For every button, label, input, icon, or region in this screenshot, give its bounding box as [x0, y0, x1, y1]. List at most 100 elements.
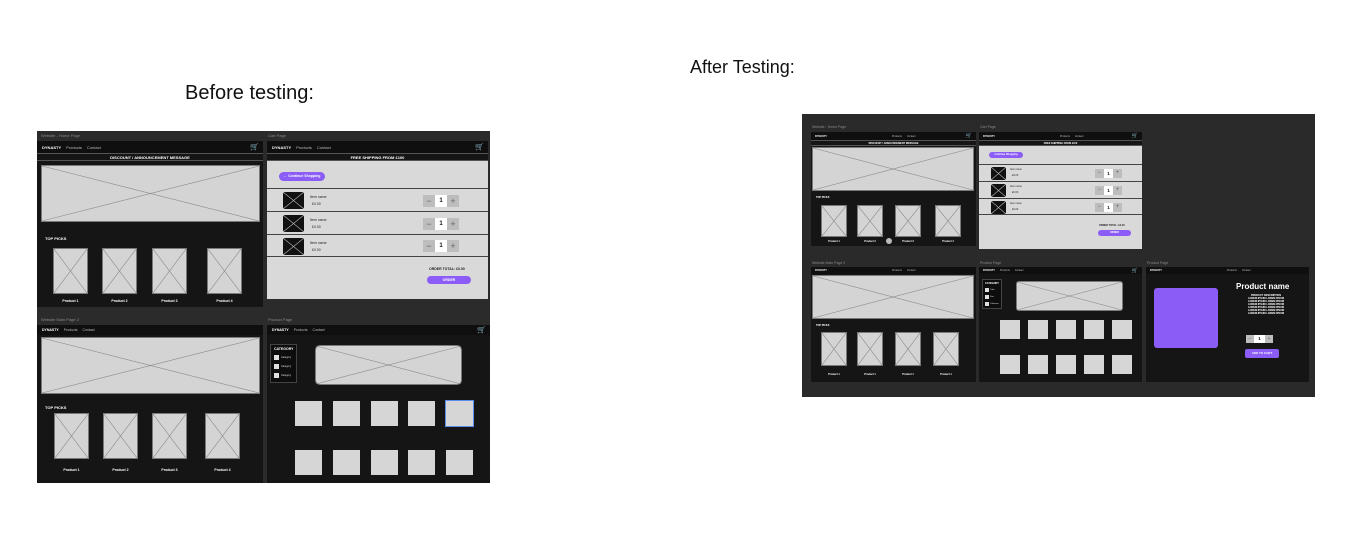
- category-option[interactable]: Category: [274, 373, 291, 378]
- nav-link-contact[interactable]: Contact: [82, 328, 95, 332]
- product-image-placeholder[interactable]: [821, 205, 847, 237]
- checkbox[interactable]: [274, 364, 279, 369]
- nav-link-contact[interactable]: Contact: [312, 328, 325, 332]
- decrement-button[interactable]: −: [423, 218, 435, 230]
- category-option[interactable]: Category: [274, 364, 291, 369]
- cart-icon[interactable]: 🛒: [477, 327, 486, 334]
- quantity-stepper[interactable]: − 1 +: [423, 218, 459, 230]
- checkbox[interactable]: [274, 373, 279, 378]
- decrement-button[interactable]: −: [423, 240, 435, 252]
- quantity-stepper[interactable]: − 1 +: [423, 240, 459, 252]
- product-image-placeholder[interactable]: [152, 413, 187, 459]
- brand-logo[interactable]: DYNASTY: [815, 269, 827, 272]
- nav-link-products[interactable]: Products: [891, 269, 902, 272]
- nav-link-products[interactable]: Products: [296, 144, 312, 150]
- increment-button[interactable]: +: [447, 195, 459, 207]
- checkbox[interactable]: [985, 288, 989, 292]
- brand-logo[interactable]: DYNASTY: [815, 134, 827, 138]
- quantity-value[interactable]: 1: [1104, 186, 1113, 195]
- product-tile[interactable]: [1084, 355, 1104, 374]
- brand-logo[interactable]: DYNASTY: [272, 328, 289, 332]
- checkbox[interactable]: [985, 302, 989, 306]
- category-option[interactable]: Collection: [985, 302, 999, 306]
- quantity-value[interactable]: 1: [435, 240, 447, 252]
- product-image-placeholder[interactable]: [933, 332, 959, 366]
- increment-button[interactable]: +: [447, 218, 459, 230]
- nav-link-contact[interactable]: Contact: [906, 269, 916, 272]
- product-tile[interactable]: [1028, 320, 1048, 339]
- product-tile[interactable]: [295, 450, 322, 475]
- product-tile[interactable]: [371, 401, 398, 426]
- order-button[interactable]: ORDER: [1098, 230, 1131, 236]
- continue-shopping-button[interactable]: Continue Shopping: [989, 152, 1023, 158]
- product-image-placeholder[interactable]: [857, 205, 883, 237]
- add-to-cart-button[interactable]: ADD TO CART: [1245, 349, 1279, 358]
- product-tile[interactable]: [445, 400, 474, 427]
- nav-link-products[interactable]: Products: [66, 144, 82, 150]
- product-image-placeholder[interactable]: [821, 332, 847, 366]
- continue-shopping-button[interactable]: ← Continue Shopping: [279, 172, 325, 181]
- product-tile[interactable]: [333, 450, 360, 475]
- quantity-stepper[interactable]: − 1 +: [1095, 169, 1122, 178]
- product-image-placeholder[interactable]: [207, 248, 242, 294]
- product-image-placeholder[interactable]: [935, 205, 961, 237]
- nav-link-products[interactable]: Products: [1059, 134, 1070, 138]
- decrement-button[interactable]: −: [423, 195, 435, 207]
- product-image-placeholder[interactable]: [205, 413, 240, 459]
- nav-link-contact[interactable]: Contact: [906, 134, 916, 138]
- product-image-placeholder[interactable]: [102, 248, 137, 294]
- decrement-button[interactable]: −: [1095, 186, 1104, 195]
- quantity-stepper[interactable]: − 1 +: [1095, 203, 1122, 212]
- order-button[interactable]: ORDER: [427, 276, 471, 284]
- nav-link-products[interactable]: Products: [293, 328, 308, 332]
- product-tile[interactable]: [1112, 355, 1132, 374]
- product-image-placeholder[interactable]: [103, 413, 138, 459]
- product-image-placeholder[interactable]: [895, 205, 921, 237]
- quantity-value[interactable]: 1: [435, 195, 447, 207]
- product-tile[interactable]: [408, 450, 435, 475]
- brand-logo[interactable]: DYNASTY: [42, 144, 62, 150]
- nav-link-contact[interactable]: Contact: [1241, 269, 1251, 272]
- nav-link-contact[interactable]: Contact: [1074, 134, 1084, 138]
- product-tile[interactable]: [1000, 320, 1020, 339]
- product-image-placeholder[interactable]: [895, 332, 921, 366]
- increment-button[interactable]: +: [1113, 203, 1122, 212]
- category-option[interactable]: Size: [985, 295, 994, 299]
- product-tile[interactable]: [1084, 320, 1104, 339]
- nav-link-contact[interactable]: Contact: [316, 144, 331, 150]
- quantity-stepper[interactable]: − 1 +: [1095, 186, 1122, 195]
- product-tile[interactable]: [1056, 355, 1076, 374]
- product-image-placeholder[interactable]: [857, 332, 883, 366]
- product-tile[interactable]: [1000, 355, 1020, 374]
- nav-link-products[interactable]: Products: [1226, 269, 1237, 272]
- product-tile[interactable]: [333, 401, 360, 426]
- checkbox[interactable]: [985, 295, 989, 299]
- quantity-value[interactable]: 1: [435, 218, 447, 230]
- nav-link-products[interactable]: Products: [999, 269, 1010, 272]
- brand-logo[interactable]: DYNASTY: [983, 269, 995, 272]
- product-tile[interactable]: [1112, 320, 1132, 339]
- category-option[interactable]: Category: [274, 355, 291, 360]
- quantity-value[interactable]: 1: [1104, 203, 1113, 212]
- nav-link-products[interactable]: Products: [891, 134, 902, 138]
- brand-logo[interactable]: DYNASTY: [983, 134, 995, 138]
- cart-icon[interactable]: 🛒: [1131, 267, 1138, 274]
- product-tile[interactable]: [371, 450, 398, 475]
- quantity-stepper[interactable]: − 1 +: [1246, 335, 1273, 343]
- product-tile[interactable]: [446, 450, 473, 475]
- cart-icon[interactable]: 🛒: [250, 144, 259, 151]
- nav-link-contact[interactable]: Contact: [1014, 269, 1024, 272]
- increment-button[interactable]: +: [1265, 335, 1273, 343]
- cart-icon[interactable]: 🛒: [1131, 133, 1138, 139]
- scroll-indicator[interactable]: [886, 238, 892, 244]
- checkbox[interactable]: [274, 355, 279, 360]
- quantity-value[interactable]: 1: [1254, 335, 1265, 343]
- brand-logo[interactable]: DYNASTY: [1150, 269, 1162, 272]
- nav-link-contact[interactable]: Contact: [86, 144, 101, 150]
- brand-logo[interactable]: DYNASTY: [42, 328, 59, 332]
- increment-button[interactable]: +: [1113, 186, 1122, 195]
- decrement-button[interactable]: −: [1246, 335, 1254, 343]
- product-tile[interactable]: [1028, 355, 1048, 374]
- product-image-placeholder[interactable]: [53, 248, 88, 294]
- category-option[interactable]: Color: [985, 288, 995, 292]
